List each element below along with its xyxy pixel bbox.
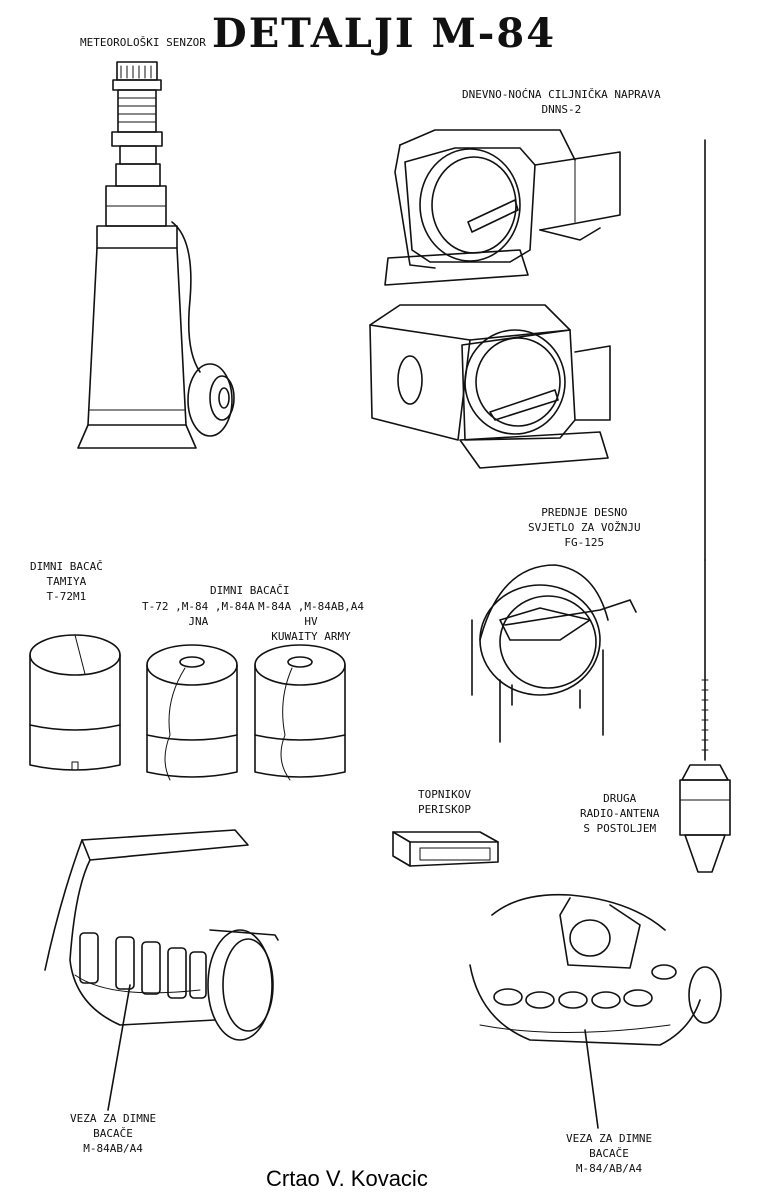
dnns2-sight-bottom-drawing bbox=[369, 304, 611, 469]
label-smoke-hv: M-84A ,M-84AB,A4 HV KUWAITY ARMY bbox=[258, 600, 364, 643]
hull-detail-left-drawing bbox=[44, 829, 279, 1041]
label-smoke-dischargers: DIMNI BACAČI bbox=[210, 584, 290, 597]
label-smoke-tamiya: DIMNI BACAČ TAMIYA T-72M1 bbox=[30, 560, 103, 603]
label-driving-light: PREDNJE DESNO SVJETLO ZA VOŽNJU FG-125 bbox=[528, 506, 641, 549]
turret-detail-right-drawing bbox=[469, 893, 722, 1046]
label-smoke-jna: T-72 ,M-84 ,M-84A JNA bbox=[142, 600, 255, 628]
label-link-right: VEZA ZA DIMNE BACAČE M-84/AB/A4 bbox=[566, 1132, 653, 1175]
page-title: DETALJI M-84 bbox=[212, 10, 557, 57]
gunner-periscope-drawing bbox=[392, 831, 499, 867]
label-meteo-sensor: METEOROLOŠKI SENZOR bbox=[80, 36, 206, 49]
meteo-sensor-drawing bbox=[77, 61, 235, 449]
label-link-left: VEZA ZA DIMNE BACAČE M-84AB/A4 bbox=[70, 1112, 157, 1155]
label-dnns2-sight: DNEVNO-NOĆNA CILJNIČKA NAPRAVA DNNS-2 bbox=[462, 88, 661, 116]
radio-antenna-drawing bbox=[679, 139, 731, 873]
smoke-discharger-2-drawing bbox=[146, 644, 238, 781]
author-credit: Crtao V. Kovacic bbox=[266, 1166, 428, 1191]
driving-light-drawing bbox=[471, 564, 637, 743]
label-radio-antenna: DRUGA RADIO-ANTENA S POSTOLJEM bbox=[580, 792, 660, 835]
label-gunner-periscope: TOPNIKOV PERISKOP bbox=[418, 788, 471, 816]
dnns2-sight-top-drawing bbox=[384, 129, 621, 286]
pointer-line-left bbox=[107, 984, 131, 1111]
smoke-discharger-1-drawing bbox=[29, 634, 121, 771]
smoke-discharger-3-drawing bbox=[254, 644, 346, 781]
pointer-line-right bbox=[584, 1029, 599, 1129]
